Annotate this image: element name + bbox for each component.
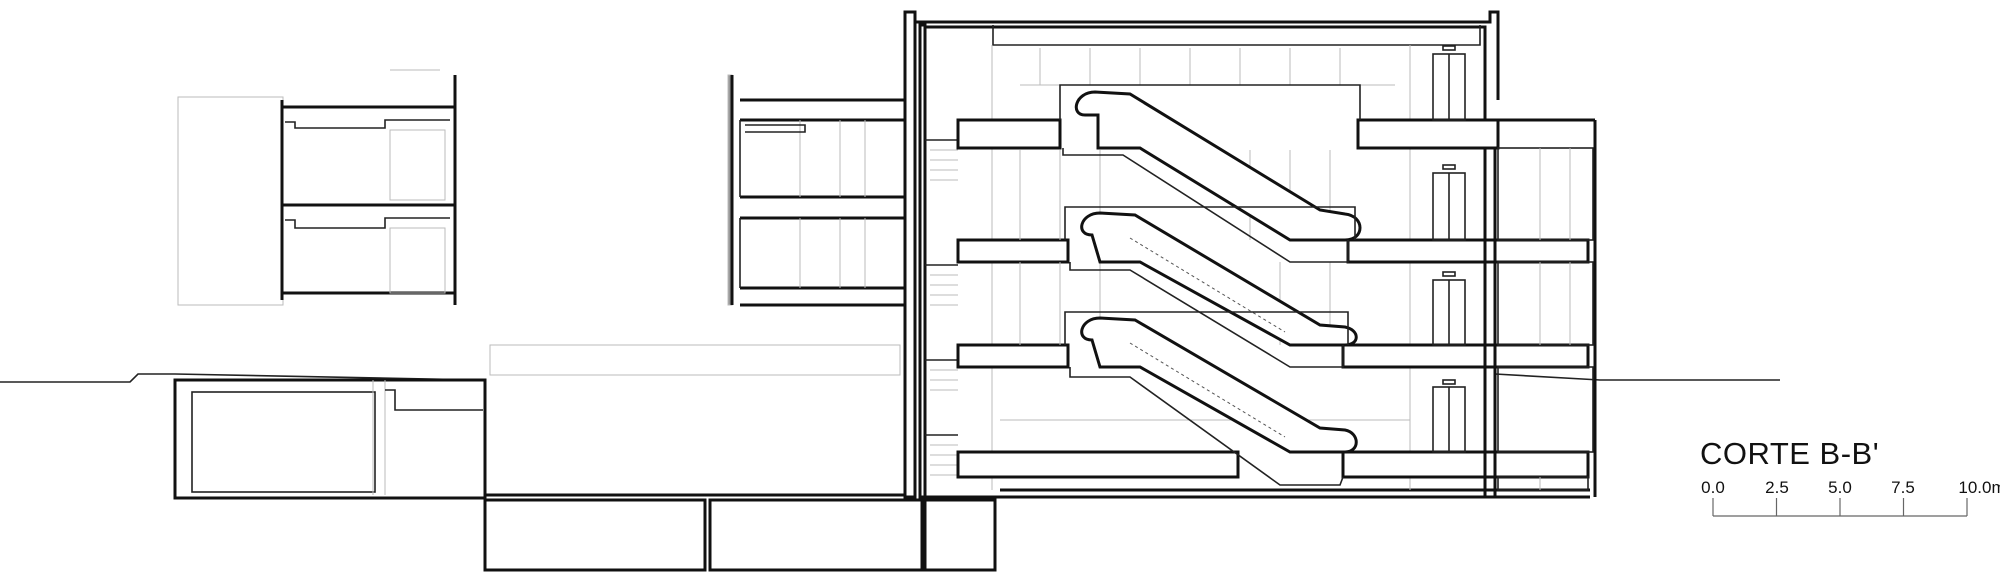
- escalators: [1059, 84, 1362, 486]
- scale-label: 7.5: [1891, 478, 1915, 497]
- scale-label: 0.0: [1701, 478, 1725, 497]
- scale-label: 10.0m: [1958, 478, 2000, 497]
- middle-block: [727, 74, 907, 307]
- scale-bar: [1712, 498, 1968, 517]
- escalator-upper: [1059, 84, 1362, 263]
- elevator-door-1: [1432, 45, 1466, 121]
- elevators: [1432, 45, 1466, 453]
- elevator-door-4: [1432, 379, 1466, 453]
- ground-line: [0, 373, 1780, 383]
- escalator-lower: [1064, 311, 1358, 486]
- scale-label: 2.5: [1765, 478, 1789, 497]
- scale-label: 5.0: [1828, 478, 1852, 497]
- elevator-door-2: [1432, 164, 1466, 241]
- left-tower: [280, 69, 457, 305]
- basement: [483, 380, 997, 572]
- drawing-title: CORTE B-B': [1700, 436, 1880, 471]
- elevator-door-3: [1432, 271, 1466, 346]
- left-annex: [173, 96, 901, 500]
- main-building: [903, 10, 1597, 499]
